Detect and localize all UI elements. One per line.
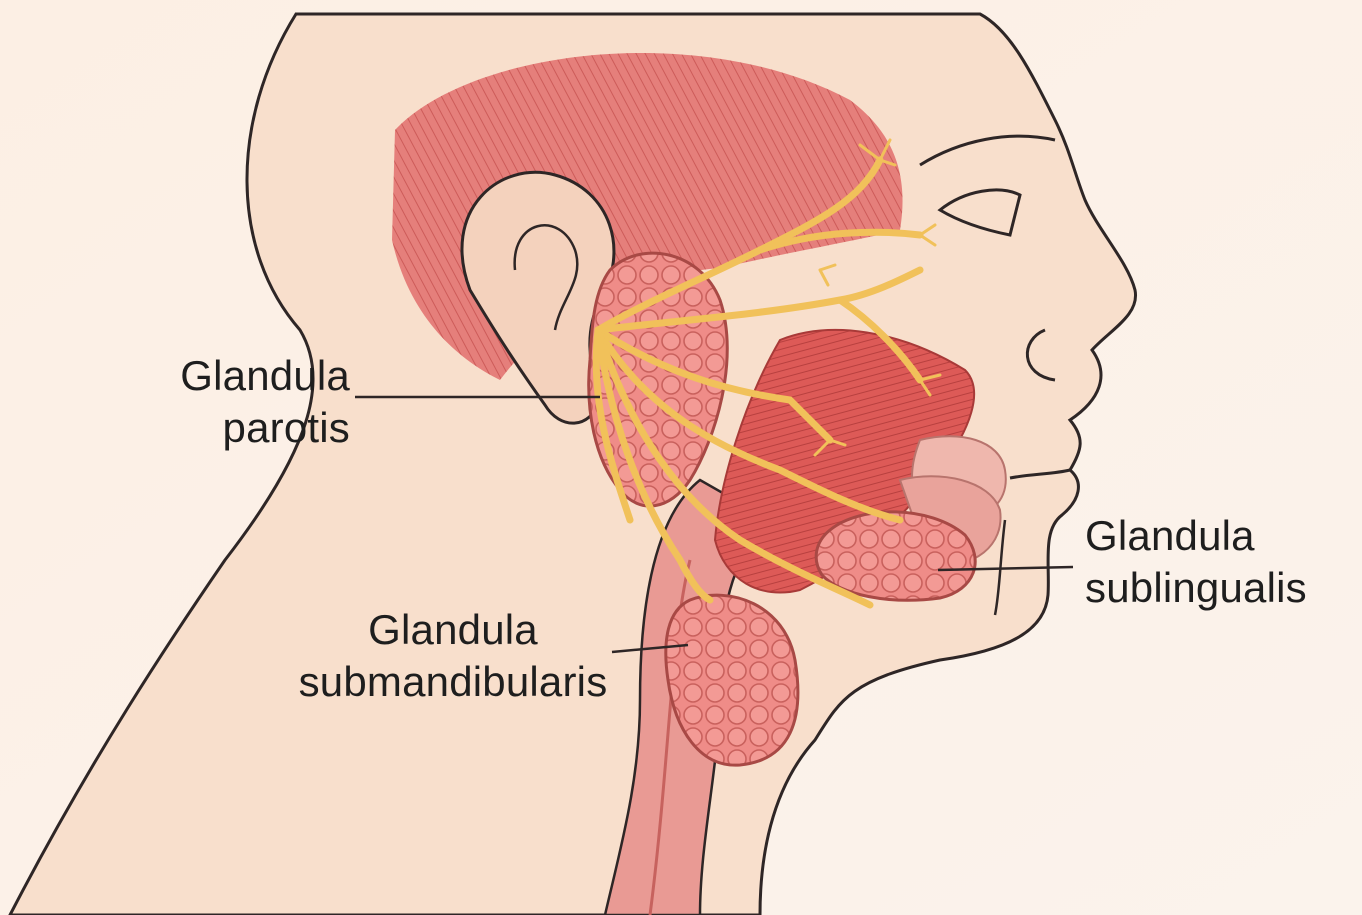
label-sublingualis-line1: Glandula xyxy=(1085,510,1345,562)
label-glandula-parotis: Glandula parotis xyxy=(150,350,350,454)
label-parotis-line2: parotis xyxy=(150,402,350,454)
label-sublingualis-line2: sublingualis xyxy=(1085,562,1345,614)
label-glandula-sublingualis: Glandula sublingualis xyxy=(1085,510,1345,614)
label-submandibularis-line1: Glandula xyxy=(283,604,623,656)
label-parotis-line1: Glandula xyxy=(150,350,350,402)
label-glandula-submandibularis: Glandula submandibularis xyxy=(283,604,623,708)
sublingual-gland xyxy=(816,512,975,600)
label-submandibularis-line2: submandibularis xyxy=(283,656,623,708)
